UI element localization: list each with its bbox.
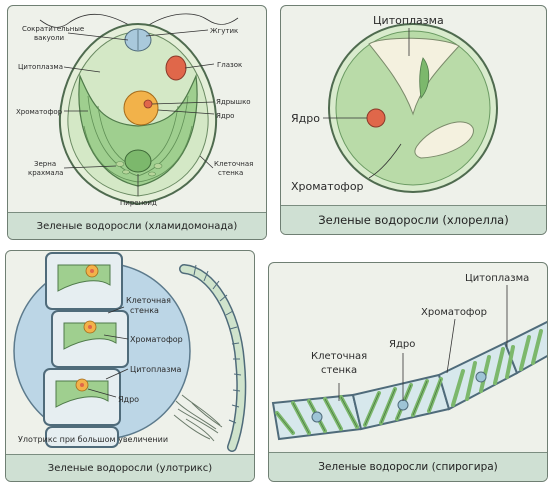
label-cytoplasm: Цитоплазма <box>373 14 444 27</box>
caption-spirogyra: Зеленые водоросли (спирогира) <box>269 452 547 481</box>
label-cytoplasm: Цитоплазма <box>18 63 63 71</box>
label-vacuoles-2: вакуоли <box>34 34 64 42</box>
label-wall-1: Клеточная <box>126 296 171 305</box>
label-magnified: Улотрикс при большом увеличении <box>18 435 168 444</box>
caption-chlorella: Зеленые водоросли (хлорелла) <box>281 205 546 234</box>
chlamydomonas-diagram: Сократительные вакуоли Жгутик Цитоплазма… <box>8 6 267 240</box>
label-flagellum: Жгутик <box>210 27 238 35</box>
label-wall-2: стенка <box>218 169 243 177</box>
label-wall-2: стенка <box>130 306 159 315</box>
label-starch-2: крахмала <box>28 169 63 177</box>
label-eyespot: Глазок <box>217 61 242 69</box>
label-nucleus: Ядро <box>291 112 320 125</box>
flagellum-right <box>144 14 238 28</box>
panel-spirogyra: Цитоплазма Хроматофор Ядро Клеточная сте… <box>268 262 548 482</box>
label-wall-2: стенка <box>321 365 357 376</box>
label-cytoplasm: Цитоплазма <box>465 273 529 284</box>
label-chromatophore: Хроматофор <box>291 180 364 193</box>
nucleolus <box>144 100 152 108</box>
caption-text: Зеленые водоросли (спирогира) <box>318 461 498 473</box>
label-wall-1: Клеточная <box>311 351 367 362</box>
panel-ulothrix: Клеточная стенка Хроматофор Цитоплазма Я… <box>5 250 255 482</box>
spirogyra-diagram: Цитоплазма Хроматофор Ядро Клеточная сте… <box>269 263 548 482</box>
label-chromatophore: Хроматофор <box>16 108 63 116</box>
chlorella-diagram: Цитоплазма Ядро Хроматофор <box>281 6 547 235</box>
label-wall-1: Клеточная <box>214 160 253 168</box>
label-nucleus: Ядро <box>389 339 415 350</box>
panel-chlorella: Цитоплазма Ядро Хроматофор Зеленые водор… <box>280 5 547 235</box>
caption-text: Зеленые водоросли (хлорелла) <box>318 213 508 227</box>
caption-ulothrix: Зеленые водоросли (улотрикс) <box>6 454 254 481</box>
label-vacuoles-1: Сократительные <box>22 25 84 33</box>
nucleus <box>367 109 385 127</box>
label-pyrenoid: Пиреноид <box>120 199 157 207</box>
magnified-filament <box>44 253 128 447</box>
label-nucleus: Ядро <box>216 112 234 120</box>
ulothrix-diagram: Клеточная стенка Хроматофор Цитоплазма Я… <box>6 251 255 482</box>
caption-text: Зеленые водоросли (хламидомонада) <box>37 221 238 232</box>
label-chromatophore: Хроматофор <box>130 335 183 344</box>
label-chromatophore: Хроматофор <box>421 307 487 318</box>
label-nucleus: Ядро <box>118 395 139 404</box>
label-nucleolus: Ядрышко <box>216 98 251 106</box>
ulothrix-filament <box>184 265 241 447</box>
label-cytoplasm: Цитоплазма <box>130 365 182 374</box>
caption-text: Зеленые водоросли (улотрикс) <box>48 463 212 474</box>
rhizoid-tuft <box>174 395 222 441</box>
label-starch-1: Зерна <box>34 160 56 168</box>
caption-chlamydomonas: Зеленые водоросли (хламидомонада) <box>8 212 266 239</box>
nucleus <box>124 91 158 125</box>
eyespot <box>166 56 186 80</box>
panel-chlamydomonas: Сократительные вакуоли Жгутик Цитоплазма… <box>7 5 267 240</box>
pyrenoid <box>125 150 151 172</box>
